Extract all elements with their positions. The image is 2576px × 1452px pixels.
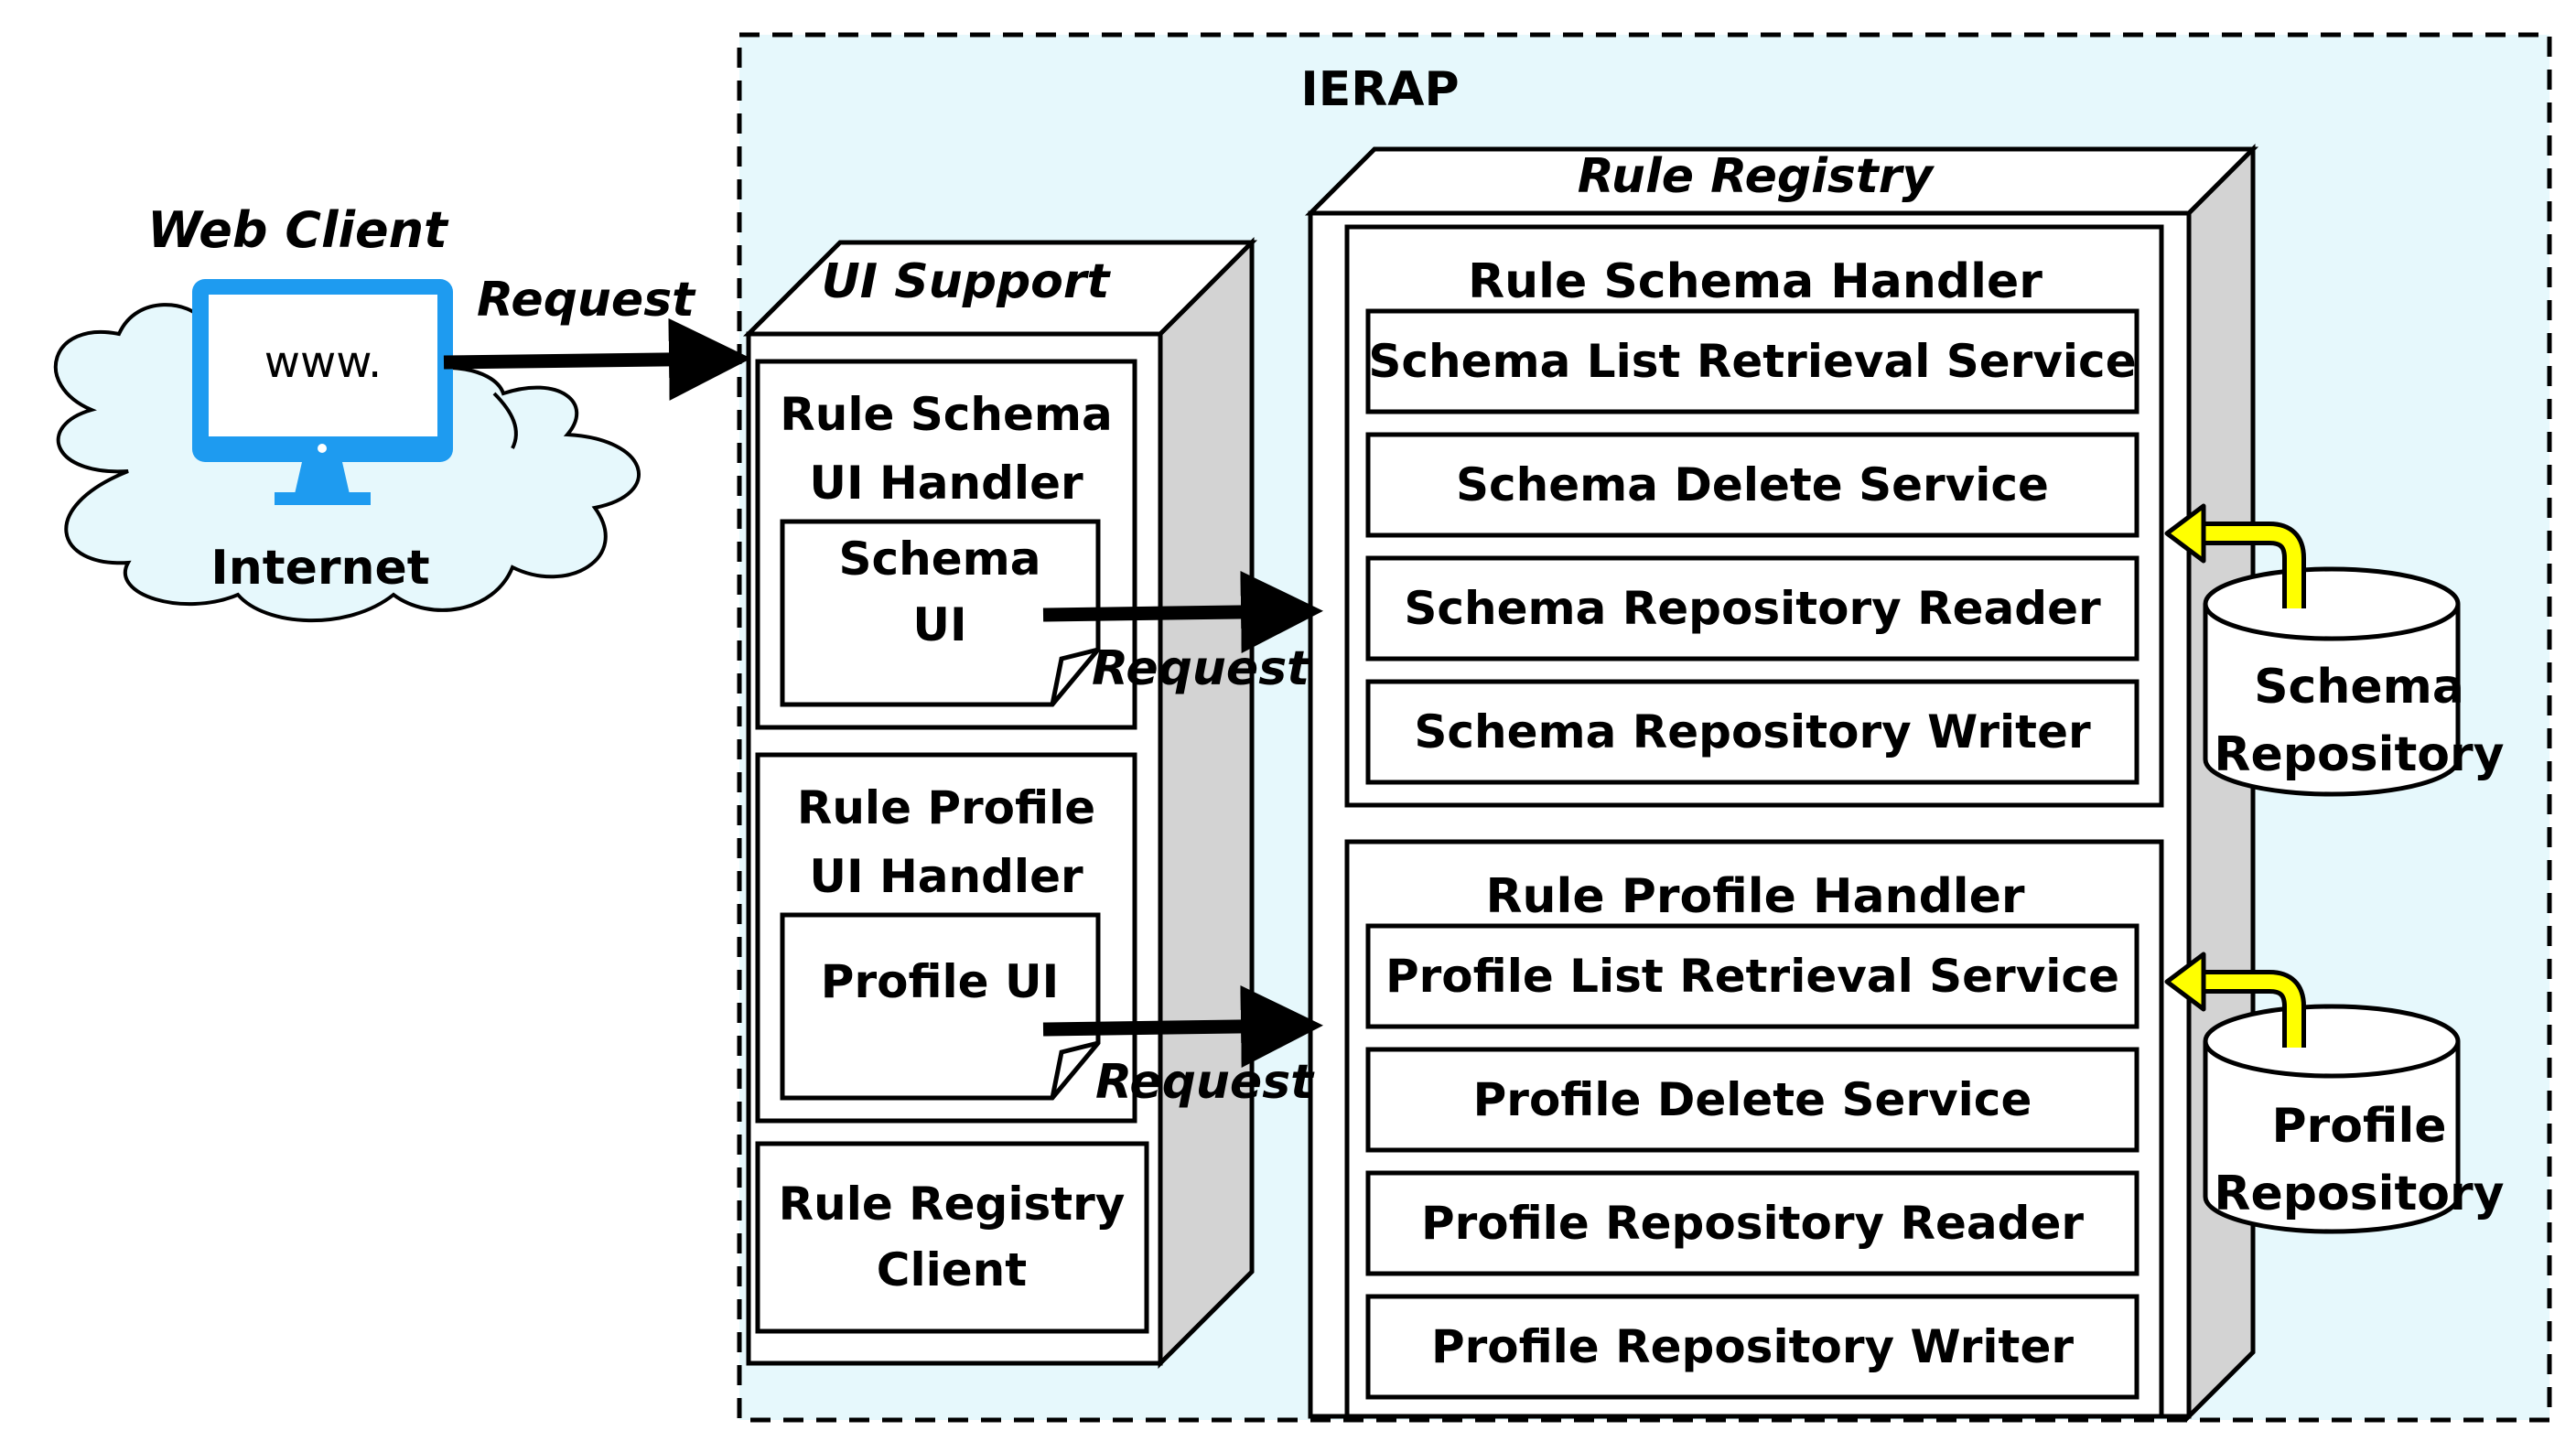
service-label: Schema List Retrieval Service (1368, 335, 2136, 388)
schema-service-repository-writer: Schema Repository Writer (1365, 679, 2139, 785)
rule-registry-client: Rule Registry Client (755, 1141, 1149, 1334)
rule-profile-handler: Rule Profile Handler Profile List Retrie… (1344, 839, 2164, 1419)
schema-service-delete: Schema Delete Service (1365, 432, 2139, 538)
rule-registry-box: Rule Registry Rule Schema Handler Schema… (1304, 143, 2259, 1423)
profile-service-repository-writer: Profile Repository Writer (1365, 1294, 2139, 1400)
profile-service-delete: Profile Delete Service (1365, 1047, 2139, 1153)
profile-ui-handler-line1: Rule Profile (797, 781, 1095, 834)
schema-ui-doc-line2: UI (912, 598, 966, 651)
service-label: Schema Repository Writer (1414, 705, 2091, 758)
schema-ui-handler-line2: UI Handler (809, 457, 1083, 510)
schema-service-list-retrieval: Schema List Retrieval Service (1365, 308, 2139, 414)
profile-repository-line1: Profile (2271, 1099, 2446, 1154)
schema-request-label: Request (1092, 641, 1311, 696)
internet-label: Internet (210, 541, 429, 596)
service-label: Profile Repository Reader (1421, 1197, 2084, 1250)
schema-repository-arrow (2164, 503, 2306, 608)
profile-service-list-retrieval: Profile List Retrieval Service (1365, 923, 2139, 1029)
monitor-icon: www. (192, 279, 453, 505)
ui-support-title: UI Support (822, 254, 1112, 309)
registry-client-line1: Rule Registry (779, 1178, 1126, 1231)
profile-service-repository-reader: Profile Repository Reader (1365, 1170, 2139, 1276)
profile-ui-handler-line2: UI Handler (809, 850, 1083, 903)
rule-schema-handler: Rule Schema Handler Schema List Retrieva… (1344, 224, 2164, 808)
rule-profile-handler-title: Rule Profile Handler (1485, 869, 2024, 924)
schema-ui-document-icon (780, 519, 1101, 707)
client-request-label: Request (477, 273, 696, 328)
schema-repository-cylinder: Schema Repository (2203, 566, 2505, 797)
schema-request-arrow (1042, 570, 1323, 653)
rule-registry-title: Rule Registry (1578, 149, 1935, 204)
rule-schema-handler-title: Rule Schema Handler (1468, 254, 2042, 309)
schema-ui-handler-line1: Rule Schema (780, 388, 1113, 441)
profile-repository-arrow (2164, 952, 2306, 1048)
ierap-title: IERAP (1300, 62, 1459, 117)
service-label: Profile Delete Service (1473, 1073, 2032, 1126)
registry-client-line2: Client (877, 1243, 1027, 1296)
service-label: Profile List Retrieval Service (1385, 950, 2119, 1003)
web-client-title: Web Client (147, 201, 449, 259)
profile-request-arrow (1042, 984, 1323, 1068)
schema-repository-line2: Repository (2214, 727, 2504, 782)
profile-repository-cylinder: Profile Repository (2203, 1004, 2505, 1234)
service-label: Profile Repository Writer (1431, 1320, 2074, 1373)
profile-request-label: Request (1095, 1055, 1315, 1110)
web-client: Web Client www. Internet (53, 201, 641, 623)
rule-profile-ui-handler: Rule Profile UI Handler Profile UI (755, 752, 1137, 1124)
client-request-arrow (443, 317, 751, 401)
profile-ui-document-icon (780, 912, 1101, 1101)
profile-repository-line2: Repository (2214, 1167, 2504, 1221)
schema-ui-doc-line1: Schema (839, 532, 1041, 586)
service-label: Schema Repository Reader (1404, 582, 2101, 635)
ui-support-box: UI Support Rule Schema UI Handler Schema… (742, 236, 1258, 1370)
monitor-screen-text: www. (264, 337, 383, 388)
schema-service-repository-reader: Schema Repository Reader (1365, 555, 2139, 661)
rule-schema-ui-handler: Rule Schema UI Handler Schema UI (755, 359, 1137, 730)
profile-ui-doc-label: Profile UI (821, 955, 1059, 1008)
schema-repository-line1: Schema (2254, 660, 2464, 715)
service-label: Schema Delete Service (1456, 458, 2049, 511)
